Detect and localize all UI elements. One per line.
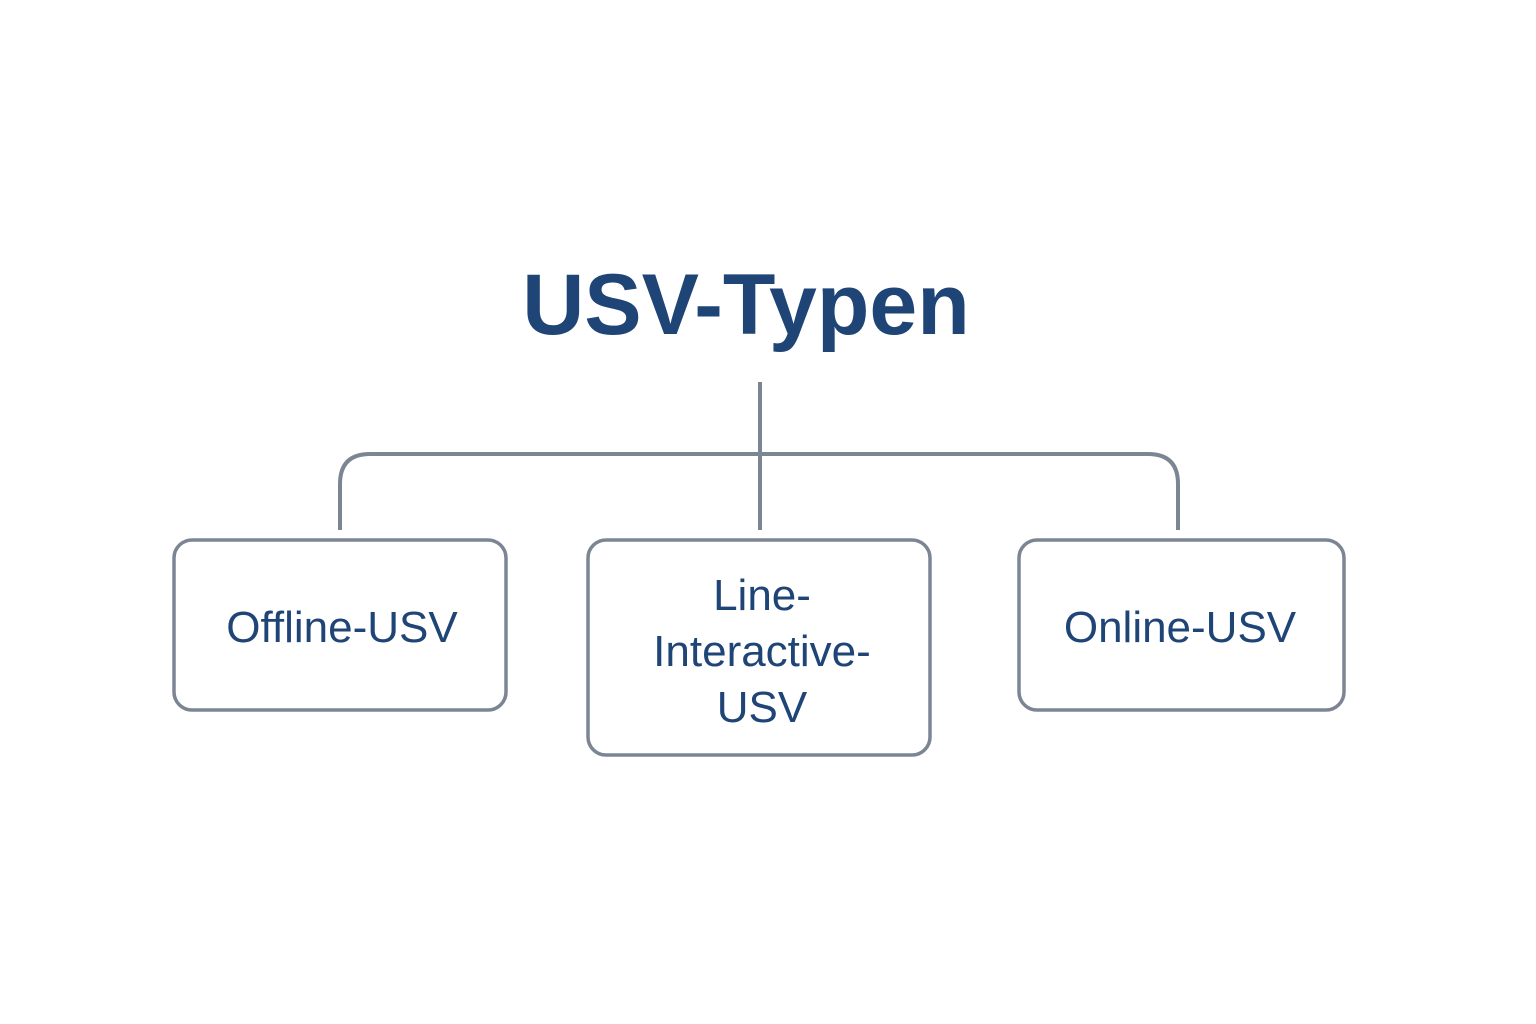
branch-connector xyxy=(338,452,1180,530)
diagram-title: USV-Typen xyxy=(522,257,970,353)
node-label-line-interactive-3: USV xyxy=(717,683,808,732)
node-box-offline xyxy=(172,538,508,712)
connectors xyxy=(338,382,1180,530)
node-label-line-interactive-2: Interactive- xyxy=(653,627,871,676)
node-offline-usv: Offline-USV xyxy=(172,538,508,712)
node-label-offline: Offline-USV xyxy=(226,603,458,652)
node-label-line-interactive-1: Line- xyxy=(713,571,811,620)
node-line-interactive-usv: Line- Interactive- USV xyxy=(586,538,932,757)
node-box-line-interactive xyxy=(586,538,932,757)
node-label-online: Online-USV xyxy=(1064,603,1297,652)
node-box-online xyxy=(1017,538,1346,712)
node-online-usv: Online-USV xyxy=(1017,538,1346,712)
